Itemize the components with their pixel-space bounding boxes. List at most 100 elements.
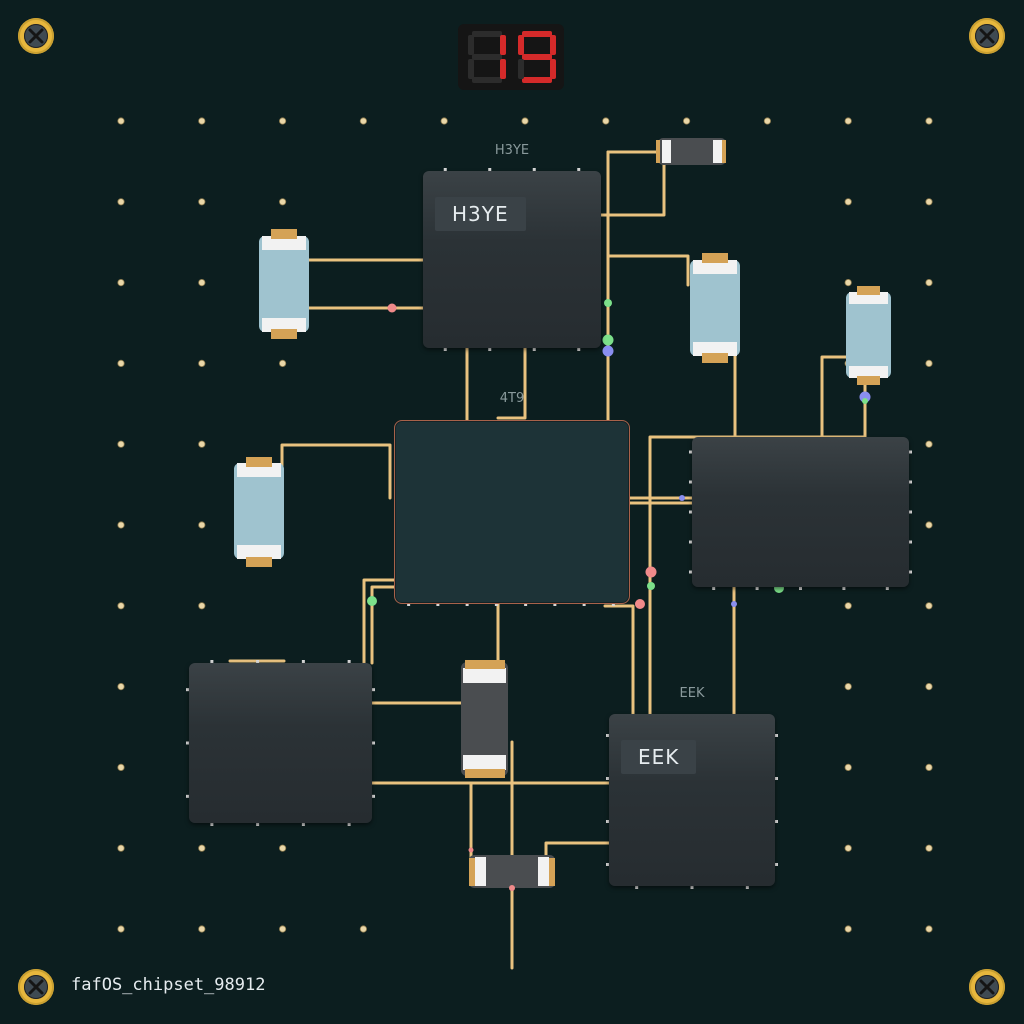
grid-dot bbox=[117, 198, 125, 206]
grid-dot bbox=[925, 602, 933, 610]
chip-pin bbox=[347, 660, 351, 663]
segment bbox=[468, 35, 474, 55]
screw-icon bbox=[969, 969, 1005, 1005]
led-blue bbox=[602, 345, 614, 357]
segment bbox=[500, 59, 506, 79]
grid-dot bbox=[925, 278, 933, 287]
chip-caption: 4T9 bbox=[499, 391, 525, 406]
chip-pin bbox=[186, 688, 189, 692]
grid-dot bbox=[925, 763, 933, 772]
trace bbox=[544, 841, 612, 860]
trace bbox=[280, 443, 392, 500]
chip-pin bbox=[372, 741, 375, 745]
chip-core[interactable] bbox=[394, 420, 630, 604]
segment bbox=[550, 35, 556, 55]
chip-pin bbox=[775, 863, 778, 866]
chip-pin bbox=[532, 348, 536, 351]
trace bbox=[820, 355, 850, 439]
chip-pin bbox=[689, 480, 692, 484]
grid-dot bbox=[198, 521, 206, 529]
chip-pin bbox=[443, 348, 447, 351]
screw-icon bbox=[18, 969, 54, 1005]
chip-pin bbox=[372, 688, 375, 692]
grid-dot bbox=[359, 925, 367, 933]
chip-pin bbox=[909, 450, 912, 454]
screw-icon bbox=[18, 18, 54, 54]
grid-dot bbox=[925, 844, 933, 852]
capacitor[interactable] bbox=[846, 286, 891, 385]
chip-pin bbox=[186, 741, 189, 745]
led-blue bbox=[731, 601, 737, 607]
chip-label: H3YE bbox=[435, 197, 526, 231]
chip-pin bbox=[210, 823, 214, 826]
grid-dot bbox=[117, 682, 125, 691]
capacitor[interactable] bbox=[259, 229, 309, 339]
grid-dot bbox=[278, 198, 287, 206]
chip-pin bbox=[885, 587, 889, 590]
trace bbox=[603, 604, 635, 716]
segment bbox=[472, 54, 502, 60]
grid-dot bbox=[844, 602, 852, 610]
chip-pin bbox=[582, 603, 586, 606]
grid-dot bbox=[844, 844, 852, 852]
chip-pin bbox=[909, 540, 912, 544]
chip-pin bbox=[488, 168, 492, 171]
grid-dot bbox=[844, 925, 852, 933]
resistor[interactable] bbox=[461, 660, 508, 778]
chip-h3ye[interactable]: H3YE bbox=[423, 171, 601, 348]
chip-caption: H3YE bbox=[494, 143, 530, 158]
chip-pin bbox=[690, 886, 694, 889]
chip-pin bbox=[689, 540, 692, 544]
chip-pin bbox=[210, 660, 214, 663]
chip-pin bbox=[909, 570, 912, 574]
chip-pin bbox=[488, 348, 492, 351]
grid-dot bbox=[198, 925, 206, 933]
grid-dot bbox=[359, 117, 367, 125]
capacitor[interactable] bbox=[234, 457, 284, 567]
grid-dot bbox=[198, 117, 206, 125]
segment bbox=[518, 59, 524, 79]
resistor[interactable] bbox=[469, 855, 555, 888]
chip-pin bbox=[755, 587, 759, 590]
chip-pin bbox=[775, 734, 778, 737]
chip-pin bbox=[842, 587, 846, 590]
led-green bbox=[862, 398, 868, 404]
screw-icon bbox=[969, 18, 1005, 54]
chip-eek[interactable]: EEK bbox=[609, 714, 775, 886]
chip-pin bbox=[606, 820, 609, 823]
grid-dot bbox=[844, 763, 852, 772]
chip-right[interactable] bbox=[692, 437, 909, 587]
grid-dot bbox=[117, 278, 125, 287]
chip-left[interactable] bbox=[189, 663, 372, 823]
chip-pin bbox=[689, 570, 692, 574]
chip-pin bbox=[301, 823, 305, 826]
grid-dot bbox=[198, 198, 206, 206]
chip-pin bbox=[689, 510, 692, 514]
chip-pin bbox=[577, 168, 581, 171]
grid-dot bbox=[844, 198, 852, 206]
chip-pin bbox=[407, 603, 411, 606]
resistor[interactable] bbox=[656, 138, 726, 165]
segment bbox=[500, 35, 506, 55]
grid-dot bbox=[925, 521, 933, 529]
trace bbox=[606, 254, 690, 287]
grid-dot bbox=[117, 117, 125, 125]
score-display bbox=[458, 24, 564, 90]
grid-dot bbox=[521, 117, 529, 125]
segment bbox=[522, 77, 552, 83]
traces bbox=[228, 150, 867, 970]
trace bbox=[496, 346, 527, 420]
chip-pin bbox=[443, 168, 447, 171]
grid-dot bbox=[440, 117, 448, 125]
grid-dot bbox=[198, 844, 206, 852]
led-green bbox=[602, 334, 614, 346]
grid-dot bbox=[602, 117, 610, 125]
capacitor[interactable] bbox=[690, 253, 740, 363]
chip-pin bbox=[577, 348, 581, 351]
grid-dot bbox=[117, 925, 125, 933]
grid-dot bbox=[198, 440, 206, 448]
chip-pin bbox=[909, 480, 912, 484]
chip-pin bbox=[909, 510, 912, 514]
trace bbox=[598, 150, 666, 217]
led-red bbox=[509, 885, 515, 891]
